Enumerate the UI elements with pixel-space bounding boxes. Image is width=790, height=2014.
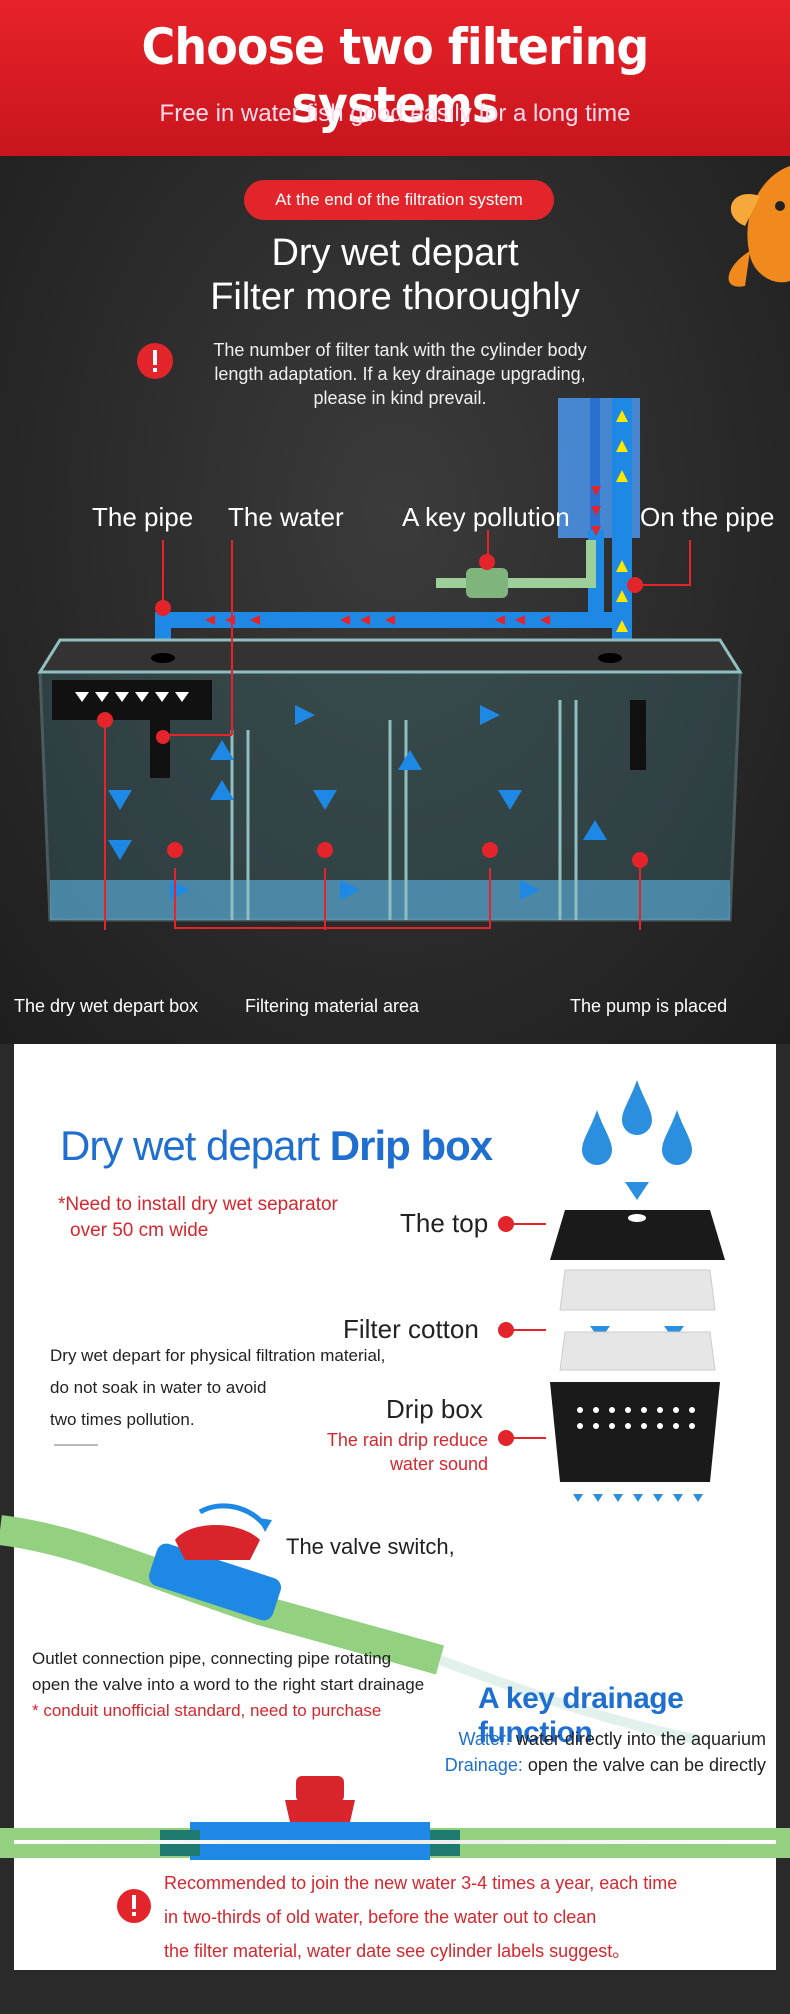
drip-description: Dry wet depart for physical filtration m… <box>50 1346 386 1429</box>
drip-title: Dry wet depart Drip box <box>60 1122 493 1169</box>
label-valve-switch: The valve switch, <box>286 1534 455 1559</box>
drip-box-section <box>14 1044 776 1970</box>
header-banner <box>0 0 790 156</box>
filtration-note: The number of filter tank with the cylin… <box>213 340 587 408</box>
filtration-badge: At the end of the filtration system <box>244 180 554 220</box>
callout-cotton <box>498 1322 546 1338</box>
outlet-note: Outlet connection pipe, connecting pipe … <box>32 1649 425 1720</box>
callout-dripbox <box>498 1430 546 1446</box>
key-drainage-desc: Water: water directly into the aquarium … <box>444 1729 766 1775</box>
divider <box>54 1444 98 1446</box>
goldfish-icon <box>728 166 790 287</box>
label-on-pipe: On the pipe <box>640 502 775 532</box>
tank-diagram <box>37 398 743 930</box>
label-filter-cotton: Filter cotton <box>343 1314 479 1344</box>
filtration-heading-2: Filter more thoroughly <box>210 276 580 318</box>
page-title: Choose two filtering systems <box>141 18 650 134</box>
label-drip-box: Drip box <box>386 1394 483 1424</box>
label-water: The water <box>228 502 344 532</box>
label-top: The top <box>400 1208 489 1238</box>
section-divider <box>14 1840 776 1844</box>
key-drainage-title: A key drainage function <box>478 1682 684 1749</box>
label-pipe: The pipe <box>92 502 194 532</box>
filtration-heading-1: Dry wet depart <box>271 232 519 274</box>
label-key-pollution: A key pollution <box>402 502 570 532</box>
valve-illustration <box>0 1503 790 1860</box>
callout-top <box>498 1216 546 1232</box>
warning-icon <box>137 343 173 379</box>
label-filter-area: Filtering material area <box>245 996 420 1016</box>
drip-box-sub: The rain drip reduce water sound <box>326 1430 488 1474</box>
footer-bar <box>0 1970 790 2014</box>
warning-icon-2 <box>117 1889 151 1923</box>
label-dry-wet-box: The dry wet depart box <box>14 996 199 1016</box>
drip-requirement: *Need to install dry wet separator over … <box>58 1194 338 1241</box>
recommendation-note: Recommended to join the new water 3-4 ti… <box>164 1873 678 1961</box>
label-pump: The pump is placed <box>570 996 728 1016</box>
page-subtitle: Free in water fish good easily for a lon… <box>159 100 631 127</box>
drip-stack-illustration <box>550 1080 725 1502</box>
